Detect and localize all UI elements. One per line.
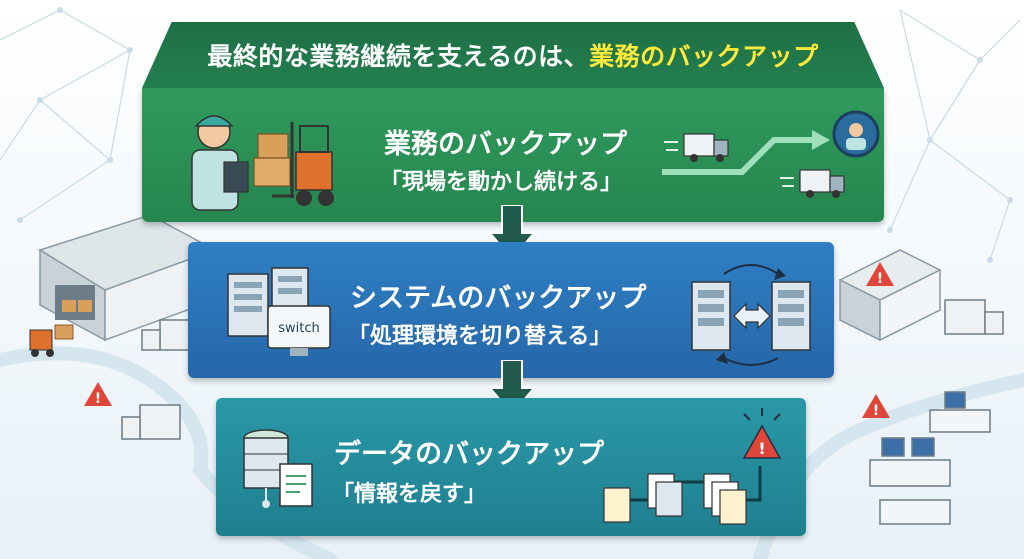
switch-label: switch [278,321,320,336]
server-switch-icon: switch [226,266,346,366]
warning-icon-left: ! [84,382,112,407]
business-backup-subtitle: 「現場を動かし続ける」 [380,164,622,196]
worker-forklift-icon [172,102,362,220]
top-banner: 最終的な業務継続を支えるのは、業務のバックアップ [142,22,884,88]
system-backup-subtitle: 「処理環境を切り替える」 [348,318,611,350]
system-backup-title: システムのバックアップ [350,276,646,315]
truck-icon-2 [780,170,844,198]
data-backup-subtitle: 「情報を戻す」 [332,476,486,508]
svg-text:!: ! [877,271,883,287]
svg-text:!: ! [873,403,879,419]
svg-text:!: ! [758,439,765,458]
server-failover-icon [686,260,816,368]
business-backup-layer: 業務のバックアップ 「現場を動かし続ける」 [142,88,884,222]
banner-lead-text: 最終的な業務継続を支えるのは、 [207,37,589,73]
data-backup-title: データのバックアップ [334,432,604,471]
database-file-icon [240,428,320,514]
truck-left-2 [122,405,180,439]
data-backup-layer: データのバックアップ 「情報を戻す」 ! [216,398,806,536]
warning-icon-right-2: ! [862,394,890,419]
truck-right [945,300,1003,334]
banner-text: 最終的な業務継続を支えるのは、業務のバックアップ [142,22,884,88]
banner-highlight-text: 業務のバックアップ [589,37,819,73]
system-backup-layer: システムのバックアップ 「処理環境を切り替える」 switch [188,242,834,378]
truck-icon-1 [664,134,728,162]
business-backup-title: 業務のバックアップ [384,122,627,161]
building-right-illustration [840,250,940,340]
logistics-flow-icon [662,100,878,210]
warning-icon-data: ! [744,408,780,458]
document-chain-icon: ! [600,412,800,532]
gear-worker-icon [834,112,878,156]
svg-text:!: ! [95,391,101,407]
